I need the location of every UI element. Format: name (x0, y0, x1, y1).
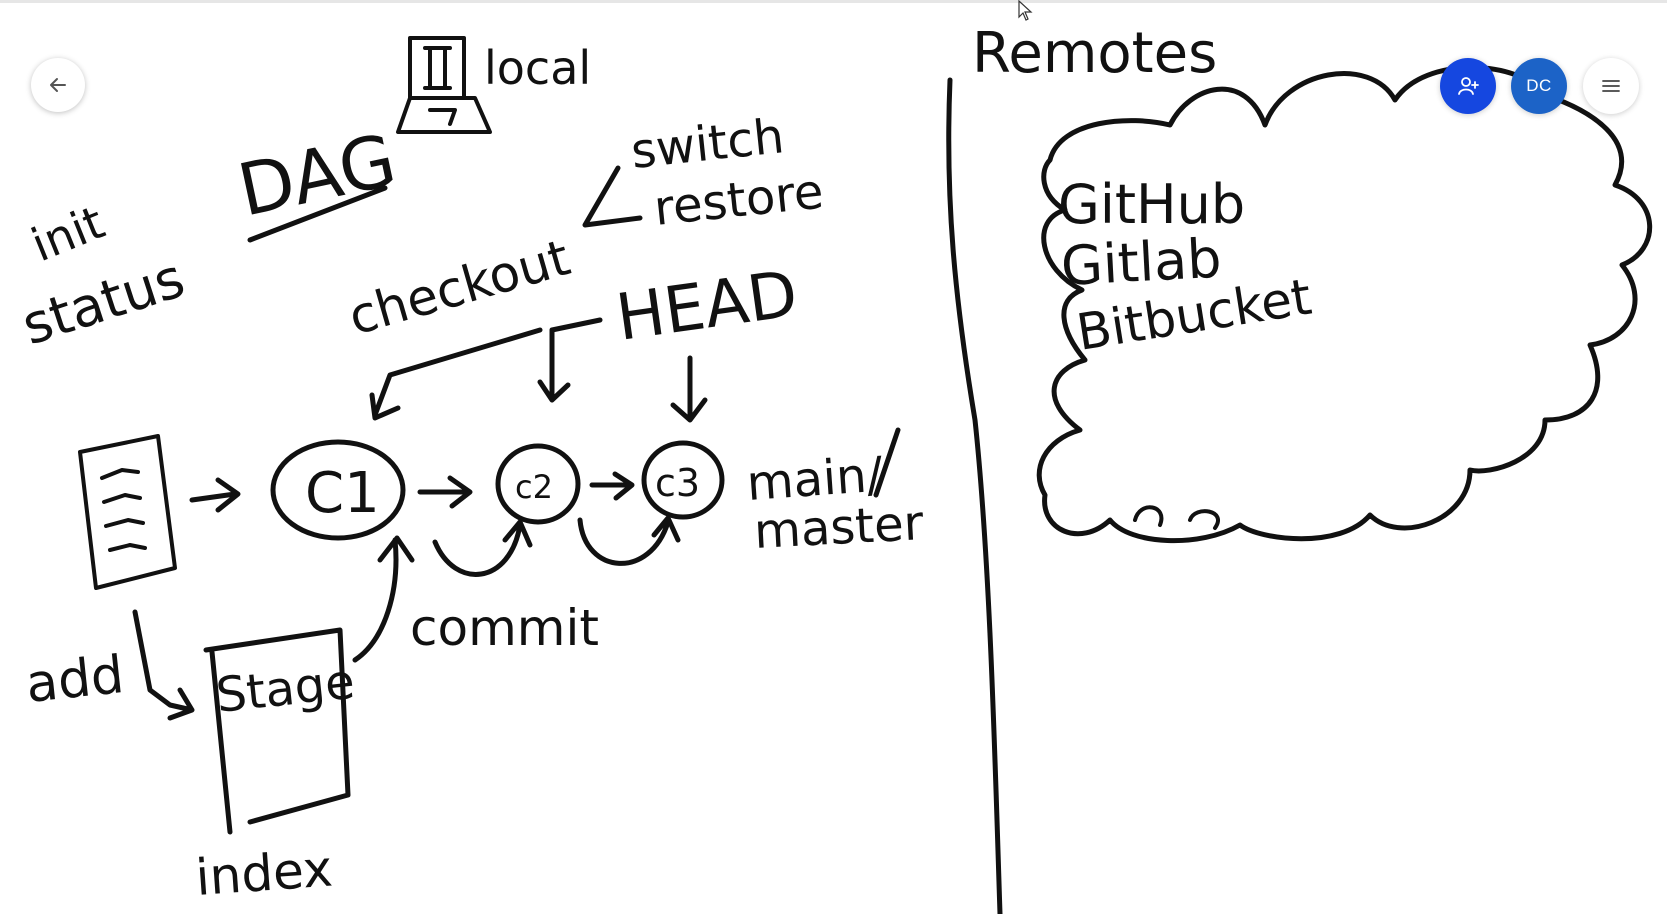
branch-master-label: master (753, 495, 925, 560)
commit-action-label: commit (410, 599, 599, 657)
cloud-curl-2 (1188, 509, 1220, 530)
file-to-c1-arrow (189, 477, 241, 513)
invite-button[interactable] (1440, 58, 1496, 114)
stage-box (203, 627, 351, 835)
arrow-left-icon (50, 78, 66, 92)
file-icon (78, 434, 177, 590)
commit-c3-node[interactable] (641, 440, 725, 520)
hamburger-menu-icon (1602, 80, 1620, 92)
head-arrow-c2 (537, 317, 603, 403)
avatar-initials: DC (1526, 76, 1552, 95)
c2-to-c3-arrow (589, 471, 635, 501)
top-border (0, 0, 1667, 3)
head-label: HEAD (612, 257, 802, 356)
stage-to-c1-arrow (352, 535, 415, 663)
remotes-title: Remotes (972, 21, 1217, 86)
mouse-pointer-icon (1018, 0, 1033, 21)
index-label: index (194, 840, 335, 907)
commit-c1-label: C1 (305, 461, 380, 526)
branch-main-label: main/ (745, 447, 886, 512)
cloud-curl-1 (1133, 505, 1164, 527)
dag-underline (247, 185, 388, 243)
remotes-cloud (1036, 65, 1653, 544)
add-arrow (132, 609, 195, 721)
local-label: local (484, 41, 591, 95)
person-add-icon (1458, 77, 1479, 95)
commit-c2-label: c2 (515, 468, 553, 506)
menu-button[interactable] (1583, 58, 1639, 114)
commit-c3-label: c3 (655, 461, 700, 505)
branch-slash (873, 427, 901, 498)
head-arrow-c1 (369, 327, 543, 421)
local-remote-divider (946, 77, 1003, 914)
commit-c1-node[interactable] (270, 439, 406, 541)
stage-label: Stage (213, 654, 357, 724)
back-button[interactable] (31, 58, 85, 112)
laptop-icon (396, 36, 492, 134)
head-arrow-c3 (670, 355, 708, 423)
remote-github: GitHub (1058, 173, 1245, 236)
commit-c2-node[interactable] (495, 443, 581, 525)
c1-to-c2-arrow (417, 475, 473, 509)
init-label: init (24, 195, 112, 272)
remote-gitlab: Gitlab (1059, 227, 1222, 298)
add-label: add (23, 645, 127, 715)
c2-c3-parent-curve (577, 515, 681, 566)
user-avatar[interactable]: DC (1511, 58, 1567, 114)
c1-c2-parent-curve (432, 519, 533, 577)
checkout-bracket (582, 165, 643, 228)
